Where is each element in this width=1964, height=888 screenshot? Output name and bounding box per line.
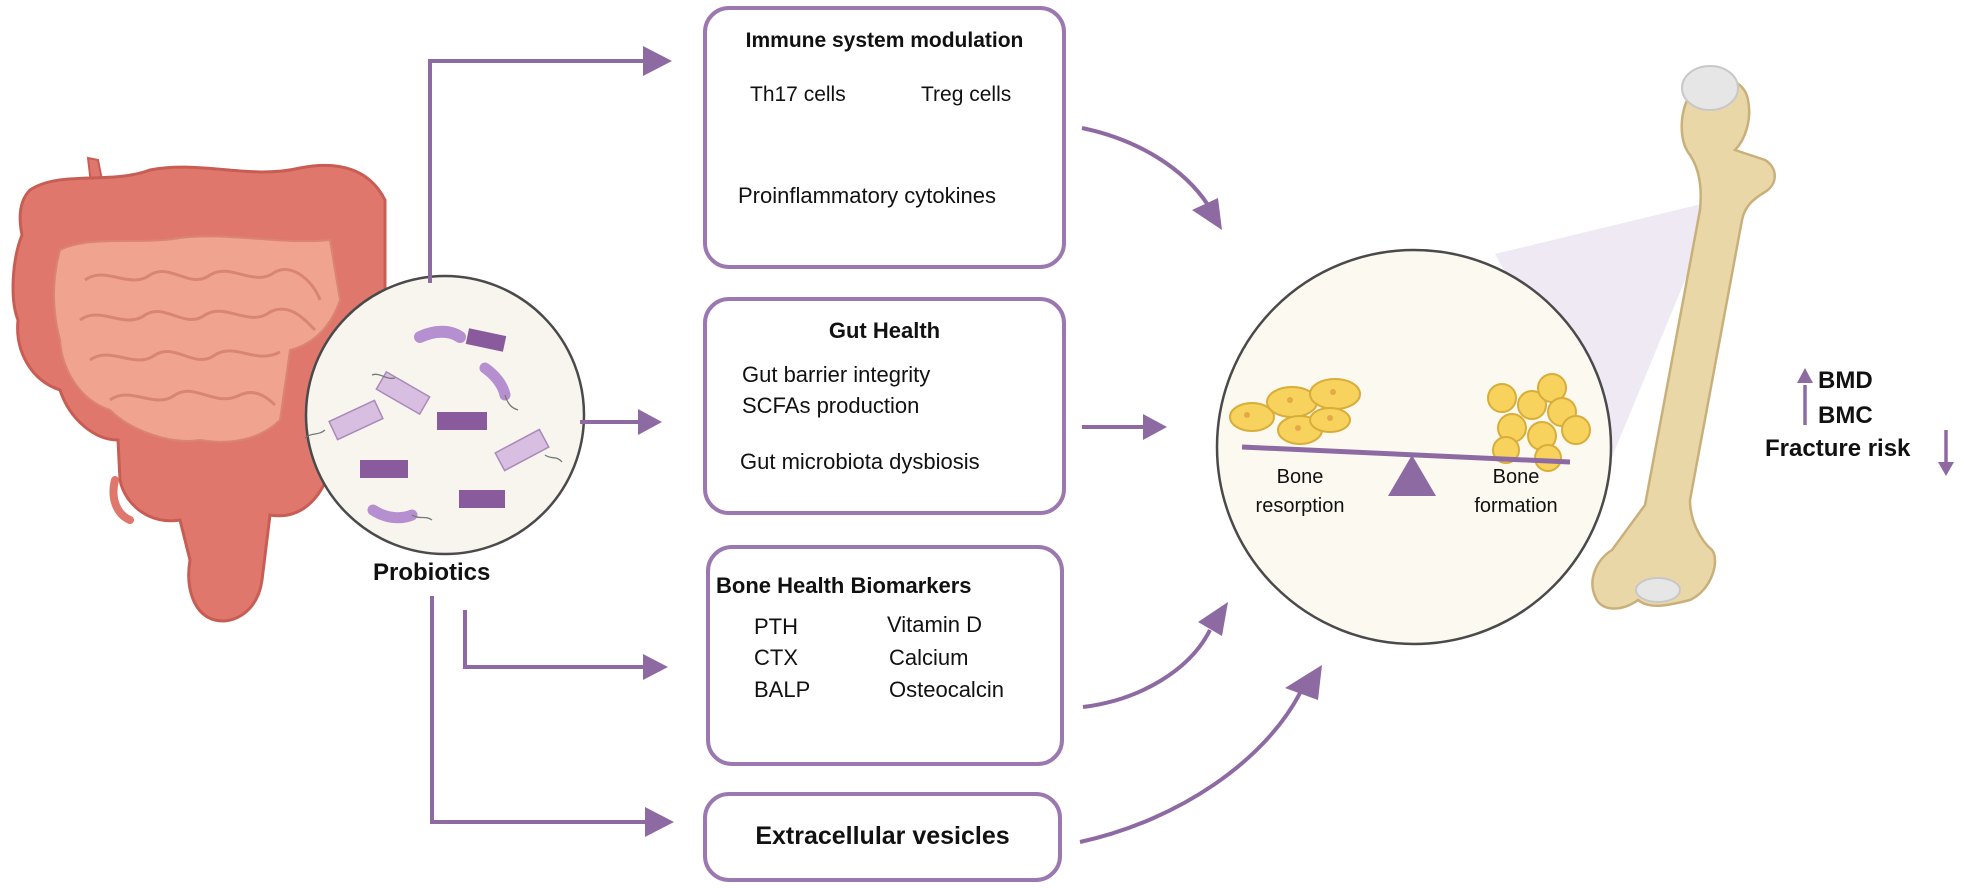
extracellular-vesicles-title: Extracellular vesicles <box>755 822 1010 850</box>
outcome-arrows <box>1797 368 1954 476</box>
bone-resorption-line1: Bone <box>1276 466 1324 488</box>
pth-label: PTH <box>754 614 798 639</box>
calcium-label: Calcium <box>889 645 969 670</box>
gut-health-title: Gut Health <box>828 318 941 343</box>
bone-resorption-line2: resorption <box>1255 495 1345 517</box>
proinflammatory-label: Proinflammatory cytokines <box>738 183 996 208</box>
osteoclast-cells <box>1229 378 1361 445</box>
gut-health-box <box>703 297 1066 515</box>
converging-arrows <box>1079 126 1322 844</box>
probiotics-label: Probiotics <box>373 559 491 586</box>
extracellular-vesicles-box <box>703 792 1062 882</box>
bone-biomarkers-box <box>706 545 1064 766</box>
bone-formation-line2: formation <box>1474 495 1558 517</box>
scfas-label: SCFAs production <box>742 393 920 418</box>
bmd-label: BMD <box>1818 367 1873 394</box>
th17-label: Th17 cells <box>750 83 846 106</box>
zoom-wedge <box>1495 200 1718 462</box>
bone-balance <box>1241 444 1571 496</box>
bone-remodeling-circle <box>1215 248 1613 646</box>
probiotics-circle <box>304 274 586 556</box>
dysbiosis-label: Gut microbiota dysbiosis <box>740 449 980 474</box>
immune-title: Immune system modulation <box>745 29 1024 52</box>
femur-illustration <box>1591 65 1776 610</box>
probiotics-flow-arrows <box>428 46 674 837</box>
treg-label: Treg cells <box>921 83 1012 106</box>
bone-formation-line1: Bone <box>1492 466 1540 488</box>
immune-modulation-box <box>703 6 1066 269</box>
bone-biomarkers-title: Bone Health Biomarkers <box>716 573 972 598</box>
gut-barrier-label: Gut barrier integrity <box>742 362 931 387</box>
ctx-label: CTX <box>754 645 798 670</box>
intestine-illustration <box>11 156 387 623</box>
bmc-label: BMC <box>1818 402 1873 429</box>
osteocalcin-label: Osteocalcin <box>889 677 1004 702</box>
fracture-risk-label: Fracture risk <box>1765 435 1911 462</box>
balp-label: BALP <box>754 677 811 702</box>
vitamin-d-label: Vitamin D <box>887 612 982 637</box>
